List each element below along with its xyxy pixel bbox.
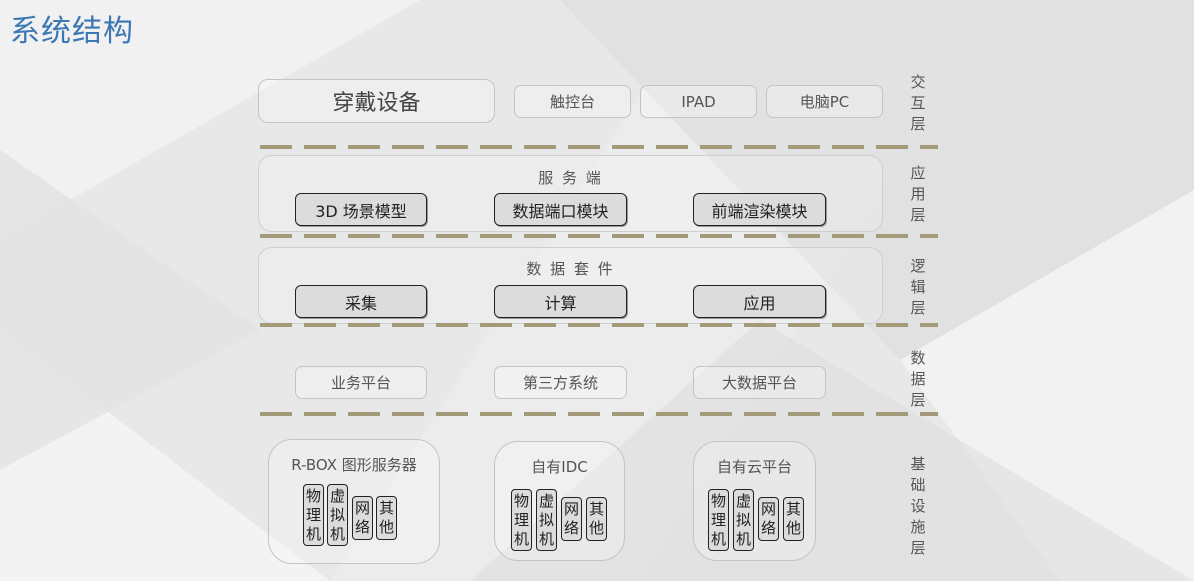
divider-1 [260, 145, 938, 149]
network-chip: 网 络 [561, 497, 582, 541]
big-data-platform-label: 大数据平台 [721, 374, 797, 392]
third-party-system-box: 第三方系统 [494, 366, 627, 399]
divider-4 [260, 412, 938, 416]
ipad-label: IPAD [681, 92, 716, 111]
physical-machine-chip: 物 理 机 [708, 489, 729, 551]
virtual-machine-chip: 虚 拟 机 [733, 489, 754, 551]
virtual-machine-chip: 虚 拟 机 [536, 489, 557, 551]
application-layer-label: 应 用 层 [910, 164, 926, 224]
network-chip: 网 络 [758, 497, 779, 541]
third-party-system-label: 第三方系统 [522, 374, 598, 392]
apply-module: 应用 [693, 285, 826, 318]
own-cloud-title: 自有云平台 [716, 458, 792, 476]
physical-machine-chip: 物 理 机 [303, 484, 324, 546]
divider-3 [260, 323, 938, 327]
rbox-server-title: R-BOX 图形服务器 [291, 456, 417, 474]
data-port-module: 数据端口模块 [494, 193, 627, 226]
other-chip: 其 他 [586, 497, 607, 541]
touch-console-label: 触控台 [549, 93, 595, 111]
touch-console-box: 触控台 [514, 85, 631, 118]
own-idc-group: 自有IDC 物 理 机 虚 拟 机 网 络 其 他 [494, 441, 625, 561]
business-platform-box: 业务平台 [295, 366, 427, 399]
frontend-render-label: 前端渲染模块 [711, 201, 808, 221]
interaction-layer-label: 交 互 层 [910, 73, 926, 133]
data-suite-section-title: 数 据 套 件 [526, 260, 615, 278]
compute-label: 计算 [544, 293, 577, 313]
infrastructure-layer-label: 基 础 设 施 层 [910, 455, 926, 557]
data-port-label: 数据端口模块 [512, 201, 609, 221]
rbox-server-group: R-BOX 图形服务器 物 理 机 虚 拟 机 网 络 其 他 [268, 439, 440, 564]
scene-model-label: 3D 场景模型 [315, 201, 407, 221]
scene-model-module: 3D 场景模型 [295, 193, 427, 226]
wearable-device-label: 穿戴设备 [332, 91, 421, 116]
data-layer-label: 数 据 层 [910, 349, 926, 409]
big-data-platform-box: 大数据平台 [693, 366, 826, 399]
apply-label: 应用 [743, 293, 776, 313]
pc-box: 电脑PC [766, 85, 883, 118]
other-chip: 其 他 [783, 497, 804, 541]
business-platform-label: 业务平台 [330, 374, 391, 392]
other-chip: 其 他 [376, 496, 397, 540]
collect-label: 采集 [344, 293, 377, 313]
pc-label: 电脑PC [799, 93, 850, 111]
ipad-box: IPAD [640, 85, 757, 118]
physical-machine-chip: 物 理 机 [511, 489, 532, 551]
divider-2 [260, 234, 938, 238]
own-cloud-group: 自有云平台 物 理 机 虚 拟 机 网 络 其 他 [693, 441, 816, 561]
server-section-title: 服 务 端 [538, 169, 603, 187]
network-chip: 网 络 [352, 496, 373, 540]
frontend-render-module: 前端渲染模块 [693, 193, 826, 226]
collect-module: 采集 [295, 285, 427, 318]
wearable-device-box: 穿戴设备 [258, 79, 495, 123]
compute-module: 计算 [494, 285, 627, 318]
page-title: 系统结构 [10, 14, 134, 49]
own-idc-title: 自有IDC [531, 458, 588, 476]
virtual-machine-chip: 虚 拟 机 [327, 484, 348, 546]
logic-layer-label: 逻 辑 层 [910, 257, 926, 317]
